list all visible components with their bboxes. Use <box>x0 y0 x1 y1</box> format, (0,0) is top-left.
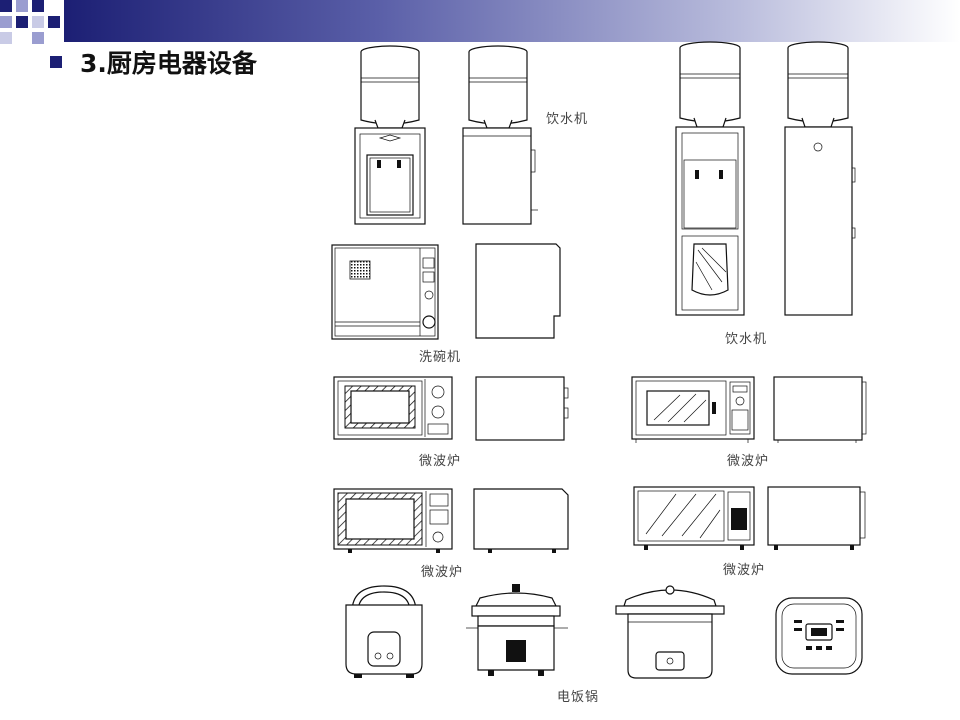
label-microwave-2: 微波炉 <box>727 454 770 469</box>
slide-title: 3.厨房电器设备 <box>80 49 257 78</box>
dishwasher-front <box>331 244 439 340</box>
water-dispenser-front-1 <box>354 45 426 225</box>
square-bullet-icon <box>50 56 62 68</box>
microwave-front-1 <box>333 376 453 440</box>
label-microwave-1: 微波炉 <box>419 454 462 469</box>
label-rice-cooker: 电饭锅 <box>557 690 600 705</box>
water-dispenser-side-1 <box>462 45 538 225</box>
slide-heading: 3.厨房电器设备 <box>50 44 257 80</box>
microwave-side-2 <box>773 376 867 443</box>
microwave-side-4 <box>767 486 866 550</box>
microwave-side-3 <box>473 488 569 553</box>
rice-cooker-1 <box>345 585 423 678</box>
water-dispenser-front-2 <box>675 41 745 316</box>
label-dishwasher: 洗碗机 <box>419 350 462 365</box>
microwave-front-4 <box>633 486 755 550</box>
title-gradient-bar <box>64 0 960 42</box>
rice-cooker-4 <box>775 597 863 675</box>
microwave-front-2 <box>631 376 755 443</box>
dishwasher-side <box>475 243 561 339</box>
rice-cooker-3 <box>615 585 725 679</box>
label-microwave-3: 微波炉 <box>421 565 464 580</box>
label-water-dispenser-1: 饮水机 <box>546 112 589 127</box>
label-water-dispenser-2: 饮水机 <box>725 332 768 347</box>
label-microwave-4: 微波炉 <box>723 563 766 578</box>
microwave-side-1 <box>475 376 569 441</box>
rice-cooker-2 <box>466 584 568 676</box>
microwave-front-3 <box>333 488 453 553</box>
water-dispenser-side-2 <box>784 41 856 316</box>
corner-decoration <box>0 0 60 44</box>
